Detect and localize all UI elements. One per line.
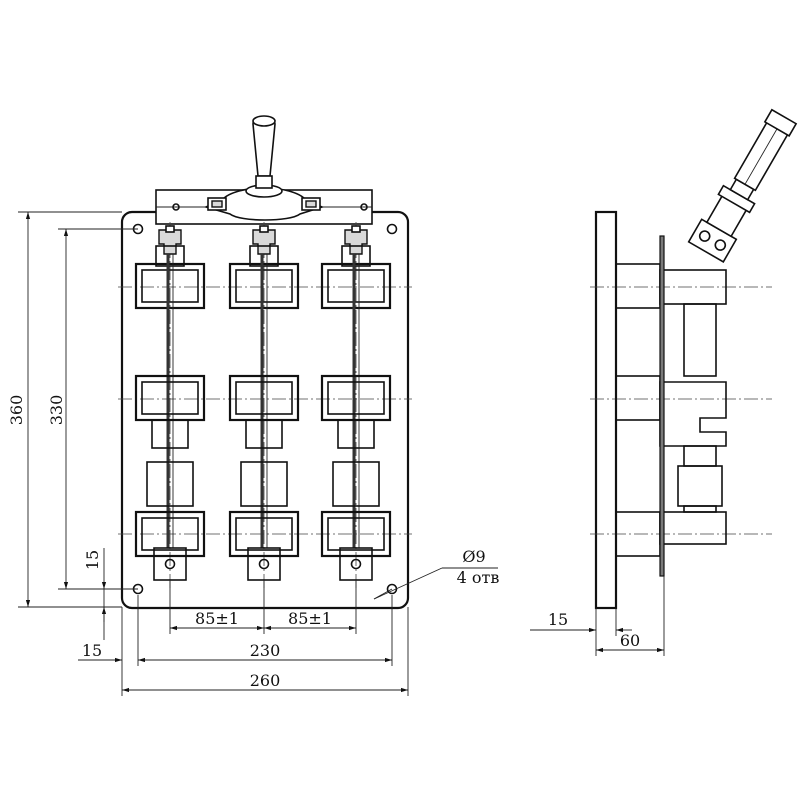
pole-left bbox=[134, 222, 206, 590]
front-view bbox=[118, 115, 412, 610]
dim-left-offset: 15 bbox=[82, 641, 102, 660]
side-view bbox=[590, 108, 798, 610]
dim-side-plate-thickness: 15 bbox=[548, 610, 568, 629]
side-base-plate bbox=[594, 210, 618, 610]
dim-bottom-offset: 15 bbox=[83, 550, 102, 570]
dim-height-overall: 360 bbox=[7, 395, 26, 426]
dim-pole-pitch-right: 85±1 bbox=[288, 609, 332, 628]
pole-middle bbox=[228, 222, 300, 590]
mounting-hole-top-right bbox=[386, 223, 398, 235]
dim-hole-span: 230 bbox=[250, 641, 281, 660]
side-dimensions: 15 60 bbox=[530, 576, 665, 656]
hole-diameter-note: Ø9 bbox=[462, 547, 485, 566]
pole-right bbox=[320, 222, 392, 590]
dim-pole-pitch-left: 85±1 bbox=[195, 609, 239, 628]
dim-side-depth: 60 bbox=[620, 631, 640, 650]
front-dimensions: 360 330 15 85±1 85±1 15 230 260 bbox=[7, 211, 500, 696]
side-handle bbox=[687, 108, 798, 263]
hole-count-note: 4 отв bbox=[457, 568, 500, 587]
dim-width-overall: 260 bbox=[250, 671, 281, 690]
dim-height-holes: 330 bbox=[47, 395, 66, 426]
